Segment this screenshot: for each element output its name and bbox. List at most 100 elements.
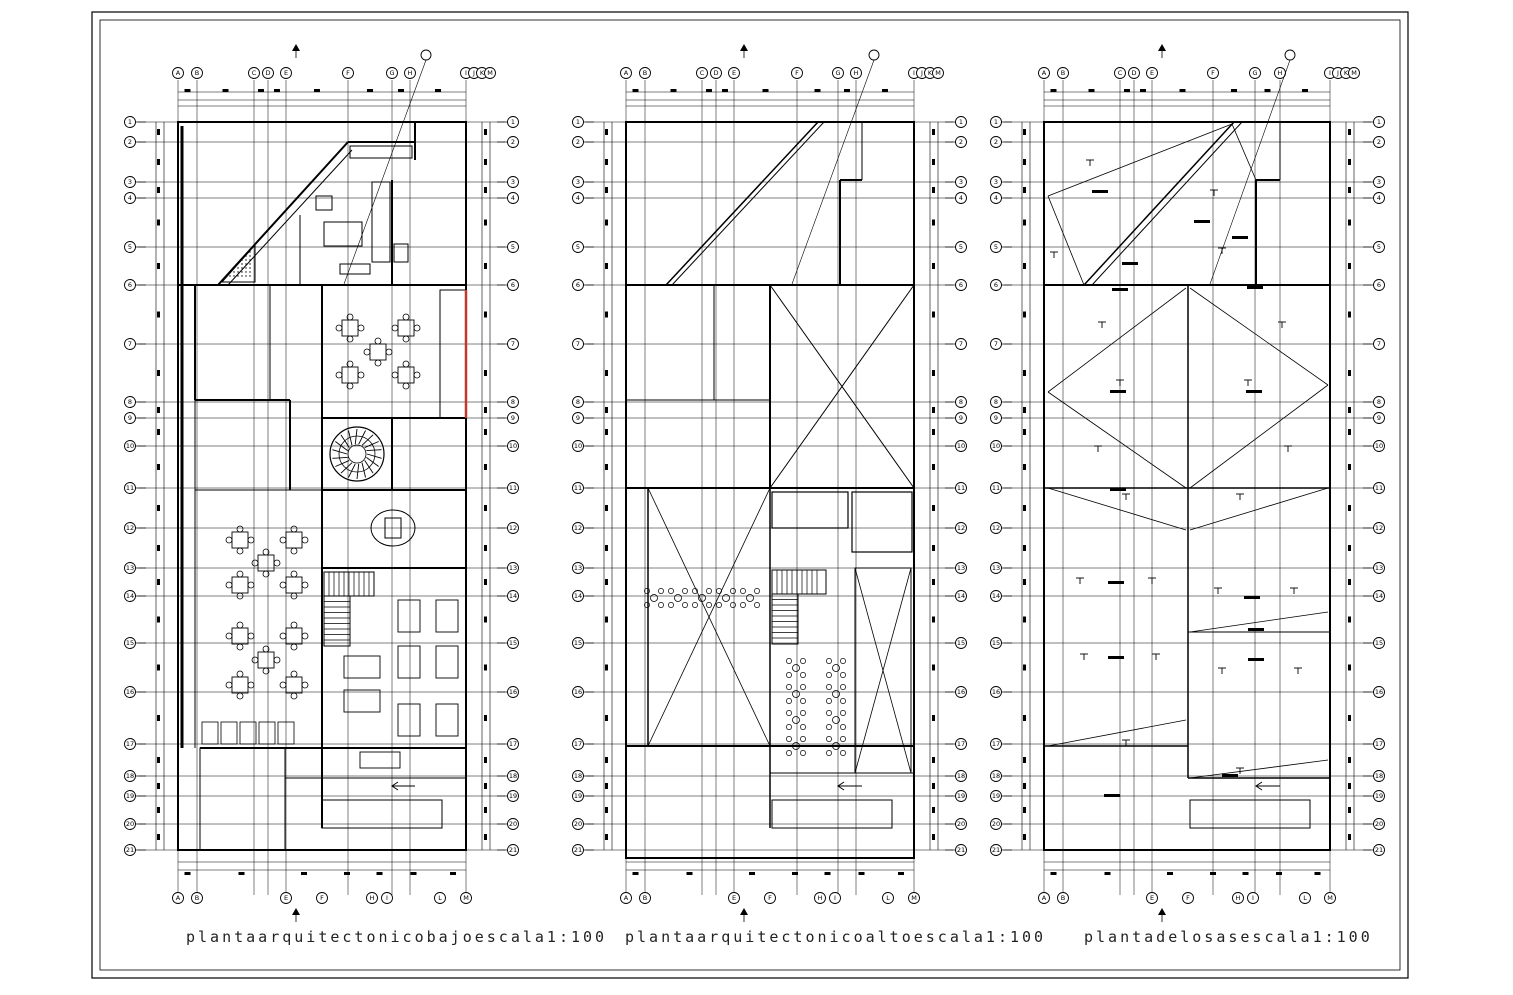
axis-label: H [1278, 69, 1283, 77]
chair [786, 750, 792, 756]
chair [826, 684, 832, 690]
dimension-mark [1348, 616, 1351, 623]
dimension-mark [184, 89, 191, 92]
axis-bubble-right: 6 [1363, 279, 1385, 291]
axis-label: 6 [511, 281, 515, 289]
axis-label: 21 [992, 846, 1000, 854]
axis-bubble-bottom: M [1324, 892, 1336, 904]
dimension-mark [157, 407, 160, 413]
chair [290, 525, 298, 533]
chair [335, 324, 343, 332]
dimension-mark [932, 187, 935, 193]
axis-bubble-left: 21 [124, 844, 146, 856]
hatch-dot [241, 267, 243, 269]
axis-label: 8 [959, 398, 963, 406]
axis-label: L [886, 894, 890, 902]
table-set [279, 570, 309, 600]
chair-group [786, 710, 806, 730]
axis-bubble-bottom: I [829, 892, 841, 904]
chair-group [786, 658, 806, 678]
dimension-mark [484, 834, 487, 840]
axis-bubble-left: 17 [572, 738, 594, 750]
axis-label: H [1236, 894, 1241, 902]
axis-bubble-right: 16 [497, 686, 519, 698]
axis-bubble-top: D [262, 67, 274, 79]
axis-bubble-right: 10 [1363, 440, 1385, 452]
dimension-mark [484, 187, 487, 193]
sofa-block [435, 599, 459, 633]
chair [840, 736, 846, 742]
axis-label: 10 [126, 442, 134, 450]
chair [840, 658, 846, 664]
axis-bubble-right: 19 [497, 790, 519, 802]
axis-label: 19 [957, 792, 965, 800]
axis-bubble-right: 9 [497, 412, 519, 424]
table [832, 690, 840, 698]
axis-bubble-left: 6 [124, 279, 146, 291]
section-arrow [740, 44, 748, 51]
chair [357, 324, 365, 332]
dimension-mark [157, 757, 160, 763]
table-set [279, 525, 309, 555]
axis-label: D [265, 69, 270, 77]
axis-label: 8 [511, 398, 515, 406]
dimension-mark [932, 159, 935, 165]
axis-bubble-left: 15 [572, 637, 594, 649]
axis-bubble-bottom: F [316, 892, 328, 904]
dimension-mark [1023, 715, 1026, 721]
hatch-dot [249, 255, 251, 257]
slab-label-mark [1108, 656, 1124, 659]
dimension-mark [605, 783, 608, 789]
axis-bubble-top: E [280, 67, 292, 79]
chair [402, 360, 410, 368]
tree-branch [364, 441, 379, 448]
dimension-mark [932, 429, 935, 435]
chair [826, 750, 832, 756]
axis-label: 3 [128, 178, 132, 186]
dimension-mark [1348, 807, 1351, 813]
axis-bubble-bottom: F [764, 892, 776, 904]
chair [262, 645, 270, 653]
axis-label: 10 [1375, 442, 1383, 450]
table-set [335, 313, 365, 343]
dimension-mark [484, 159, 487, 165]
axis-label: G [389, 69, 394, 77]
axis-label: 18 [509, 772, 517, 780]
axis-label: 4 [511, 194, 515, 202]
axis-bubble-right: 1 [1363, 116, 1385, 128]
chair [346, 360, 354, 368]
axis-label: C [700, 69, 705, 77]
dimension-mark [484, 464, 487, 470]
axis-label: 1 [1377, 118, 1381, 126]
axis-bubble-left: 1 [572, 116, 594, 128]
dimension-mark [932, 370, 935, 376]
chair [826, 724, 832, 730]
axis-bubble-left: 8 [990, 396, 1012, 408]
axis-label: 17 [126, 740, 134, 748]
hatch-dot [249, 271, 251, 273]
axis-label: L [438, 894, 442, 902]
tree-branch [340, 462, 353, 474]
dimension-mark [1050, 89, 1057, 92]
axis-bubble-right: 15 [945, 637, 967, 649]
axis-label: 5 [128, 243, 132, 251]
axis-label: 11 [992, 484, 1000, 492]
slab-mark [1218, 667, 1226, 674]
chair [262, 667, 270, 675]
axis-bubble-right: 13 [497, 562, 519, 574]
axis-bubble-right: 8 [945, 396, 967, 408]
axis-label: H [818, 894, 823, 902]
axis-label: M [911, 894, 917, 902]
dimension-mark [484, 664, 487, 671]
table-set [279, 621, 309, 651]
dimension-mark [484, 545, 487, 551]
axis-label: 11 [126, 484, 134, 492]
axis-bubble-left: 1 [990, 116, 1012, 128]
slab-mark [1236, 493, 1244, 500]
dimension-mark [605, 807, 608, 813]
chair [826, 710, 832, 716]
axis-bubble-bottom: L [882, 892, 894, 904]
dimension-mark [1348, 219, 1351, 226]
axis-label: 2 [959, 138, 963, 146]
chair [682, 588, 688, 594]
